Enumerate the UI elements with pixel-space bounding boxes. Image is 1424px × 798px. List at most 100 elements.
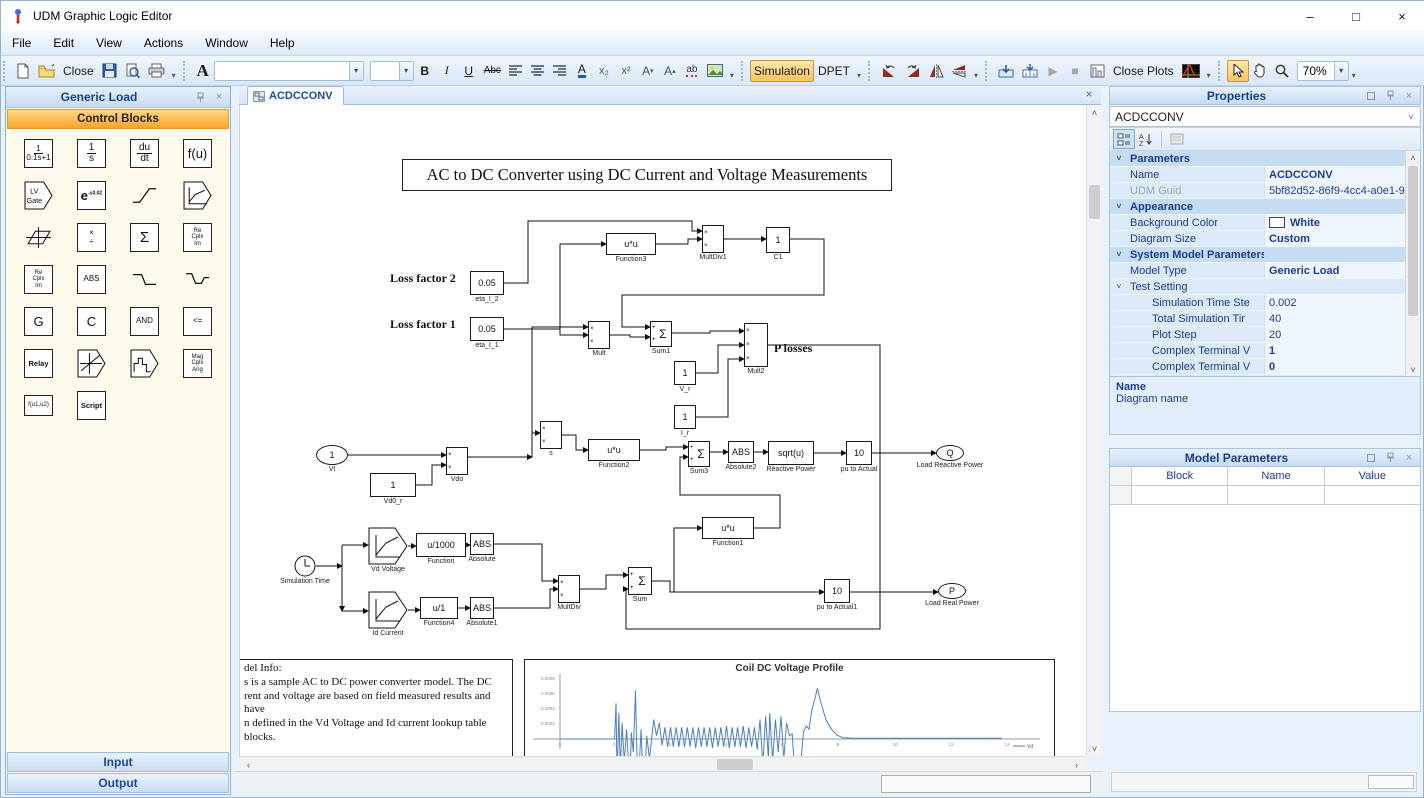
rate-limiter2-block[interactable]: [183, 265, 212, 294]
menu-help[interactable]: Help: [269, 36, 295, 50]
italic-button[interactable]: I: [444, 63, 449, 77]
categorized-view-button[interactable]: [1113, 129, 1135, 149]
run-button[interactable]: ▶: [1048, 63, 1058, 78]
block-Function[interactable]: u/1000: [416, 533, 466, 557]
annotation[interactable]: Loss factor 1: [390, 317, 456, 331]
menu-actions[interactable]: Actions: [143, 36, 184, 50]
table-row[interactable]: [1110, 486, 1420, 505]
annotation[interactable]: P losses: [774, 341, 813, 355]
block-Sum3[interactable]: ++Σ: [688, 441, 710, 467]
function-block[interactable]: f(u): [183, 139, 212, 168]
gain-block[interactable]: G: [24, 307, 53, 336]
scroll-up-icon[interactable]: ˄: [1091, 107, 1098, 118]
menu-edit[interactable]: Edit: [53, 36, 75, 50]
wire[interactable]: [504, 220, 703, 284]
histogram-block[interactable]: [130, 349, 159, 378]
diagram-title[interactable]: AC to DC Converter using DC Current and …: [402, 159, 892, 191]
zoom-tool-button[interactable]: [1271, 60, 1293, 82]
wire[interactable]: [559, 241, 607, 329]
exp-delay-block[interactable]: e-s0.02: [77, 181, 106, 210]
column-header-value[interactable]: Value: [1358, 470, 1386, 482]
toolbar-gripper[interactable]: [867, 60, 873, 81]
wire[interactable]: [696, 342, 745, 374]
property-row-test-setting[interactable]: ˅Test Setting: [1110, 279, 1420, 295]
scroll-down-icon[interactable]: ˅: [1091, 743, 1098, 754]
scroll-down-icon[interactable]: ˅: [1410, 364, 1416, 375]
font-button[interactable]: A: [192, 60, 214, 82]
font-color-button[interactable]: A: [571, 60, 593, 82]
toolbar-overflow-icon[interactable]: ▾: [1351, 70, 1356, 80]
toolbar-overflow-icon[interactable]: ▾: [729, 70, 734, 80]
canvas-hscrollbar[interactable]: ‹ ›: [239, 756, 1086, 771]
subscript-button[interactable]: x₂: [599, 64, 609, 77]
block-SimulationTime[interactable]: [294, 555, 316, 577]
scroll-right-icon[interactable]: ›: [1075, 759, 1078, 770]
column-header-name[interactable]: Name: [1228, 467, 1325, 485]
select-tool-button[interactable]: [1226, 59, 1249, 82]
align-right-button[interactable]: [549, 60, 571, 82]
bold-button[interactable]: B: [420, 63, 430, 78]
block-Vt[interactable]: 1: [316, 445, 348, 465]
toolbar-overflow-icon[interactable]: ▾: [856, 70, 861, 80]
block-Function4[interactable]: u/1: [420, 597, 458, 619]
toolbar-gripper[interactable]: [1217, 60, 1223, 81]
object-selector-combo[interactable]: ACDCCONV ˅: [1109, 106, 1421, 127]
toolbar-gripper[interactable]: [740, 60, 746, 81]
pin-icon[interactable]: [1382, 450, 1398, 466]
block-Sum1[interactable]: ++Σ: [650, 321, 672, 347]
wire[interactable]: [623, 344, 881, 630]
spellcheck-button[interactable]: ab: [681, 60, 703, 82]
scroll-left-icon[interactable]: ‹: [247, 759, 250, 770]
maximize-panel-icon[interactable]: [1363, 450, 1379, 466]
property-category-system-model-parameters[interactable]: ˅System Model Parameters: [1110, 247, 1420, 263]
close-icon[interactable]: ×: [1405, 451, 1413, 464]
toolbar-overflow-icon[interactable]: ▾: [171, 70, 176, 80]
wire[interactable]: [621, 238, 825, 330]
saturation-block[interactable]: [130, 181, 159, 210]
tab-acdcconv[interactable]: ACDCCONV: [247, 86, 344, 105]
chevron-down-icon[interactable]: ˅: [1116, 282, 1122, 291]
block-Absolute[interactable]: ABS: [470, 533, 494, 555]
property-pages-button[interactable]: [1166, 129, 1188, 149]
relay-block[interactable]: Relay: [24, 349, 53, 378]
plot-view-button[interactable]: [1178, 60, 1204, 82]
block-eta_I_2[interactable]: 0.05: [470, 271, 504, 295]
font-name-combo[interactable]: ▾: [213, 60, 364, 81]
lookup-curve-block[interactable]: [183, 181, 212, 210]
block-MultDiv1[interactable]: ××: [702, 225, 724, 253]
print-preview-button[interactable]: [121, 60, 144, 82]
xy-lookup-block[interactable]: [77, 349, 106, 378]
align-left-button[interactable]: [505, 60, 527, 82]
insert-image-button[interactable]: [703, 60, 727, 82]
wire[interactable]: [640, 444, 689, 451]
input-section-button[interactable]: Input: [7, 752, 229, 772]
block-Mult[interactable]: ××: [588, 321, 610, 349]
chevron-down-icon[interactable]: ˅: [1116, 250, 1122, 259]
block-V_r[interactable]: 1: [674, 361, 696, 385]
flip-horizontal-button[interactable]: [925, 60, 948, 82]
sum-block[interactable]: Σ: [130, 223, 159, 252]
abs-block[interactable]: ABS: [77, 265, 106, 294]
close-button[interactable]: ×: [1398, 8, 1406, 24]
hscroll-thumb[interactable]: [717, 759, 753, 770]
right-panel-hscrollbar[interactable]: [1111, 772, 1417, 792]
stop-button[interactable]: ■: [1071, 63, 1079, 78]
flip-vertical-button[interactable]: [948, 60, 971, 82]
maximize-panel-icon[interactable]: [1363, 88, 1379, 104]
toolbar-gripper[interactable]: [984, 60, 990, 81]
block-Vd0_r[interactable]: 1: [370, 473, 416, 497]
mult-div-block[interactable]: ×÷: [77, 223, 106, 252]
complex-plane-block[interactable]: [24, 223, 53, 252]
dpet-mode-button[interactable]: DPET: [817, 63, 850, 78]
property-category-parameters[interactable]: ˅Parameters: [1110, 151, 1420, 167]
toolbar-overflow-icon[interactable]: ▾: [973, 70, 978, 80]
block-puToActual[interactable]: 10: [846, 441, 872, 465]
script-block[interactable]: Script: [77, 391, 106, 420]
